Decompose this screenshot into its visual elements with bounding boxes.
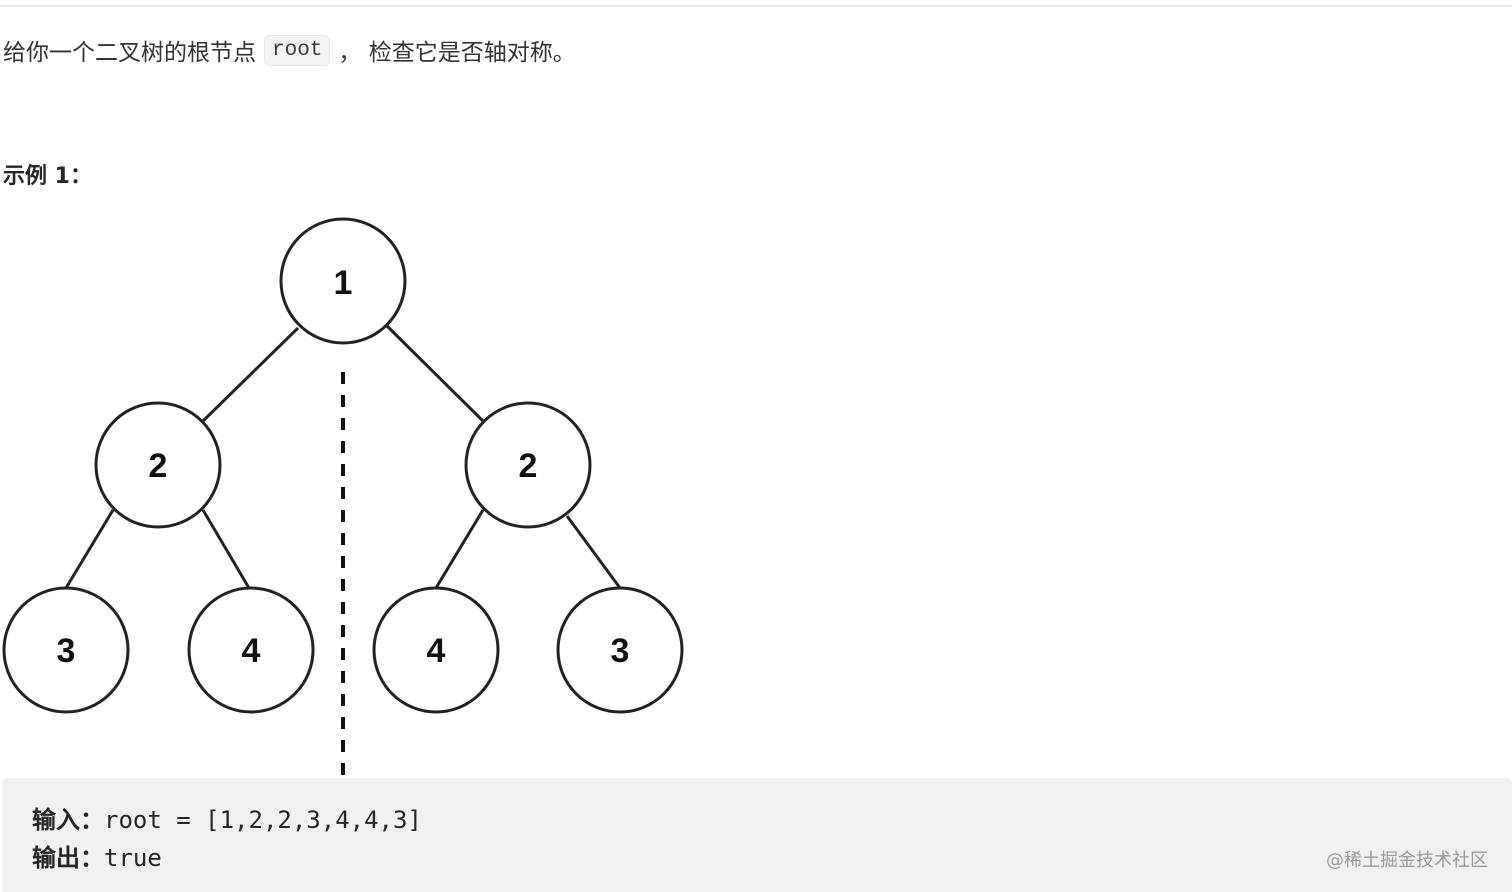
tree-node-left-left: 3 [2,586,130,714]
tree-node-left: 2 [94,401,222,529]
node-value: 3 [57,632,76,670]
tree-node-right: 2 [464,401,592,529]
input-label: 输入 [32,806,80,834]
symmetric-tree-diagram: 1 2 2 3 4 4 3 [2,217,684,775]
input-colon: ： [80,806,104,834]
example-code-block: 输入：root = [1,2,2,3,4,4,3] 输出：true [2,778,1512,892]
tree-node-root: 1 [279,217,407,345]
edge-2left-4 [201,509,251,589]
output-colon: ： [80,844,104,872]
node-value: 4 [427,632,446,670]
tree-node-left-right: 4 [187,586,315,714]
example-title: 示例 1： [3,164,92,189]
input-value: root = [1,2,2,3,4,4,3] [104,806,422,834]
node-value: 4 [242,632,261,670]
description-text: 给你一个二叉树的根节点 [3,40,256,66]
output-label: 输出 [32,844,80,872]
inline-code-root: root [264,34,331,66]
node-value: 3 [611,632,630,670]
edge-1-2right [385,324,485,423]
node-value: 2 [519,447,538,485]
edge-1-2left [201,326,300,423]
output-value: true [104,844,162,872]
edge-2right-4 [434,509,485,589]
top-divider [0,5,1512,7]
tree-node-right-left: 4 [372,586,500,714]
node-value: 2 [149,447,168,485]
edge-2right-3 [565,515,622,589]
input-line: 输入：root = [1,2,2,3,4,4,3] [32,800,422,835]
edge-2left-3 [64,509,115,589]
description-text-end: ， 检查它是否轴对称。 [338,40,576,66]
output-line: 输出：true [32,838,162,873]
node-value: 1 [334,264,353,302]
problem-description: 给你一个二叉树的根节点 root ， 检查它是否轴对称。 [3,30,576,70]
tree-node-right-right: 3 [556,586,684,714]
watermark: @稀土掘金技术社区 [1326,850,1488,871]
